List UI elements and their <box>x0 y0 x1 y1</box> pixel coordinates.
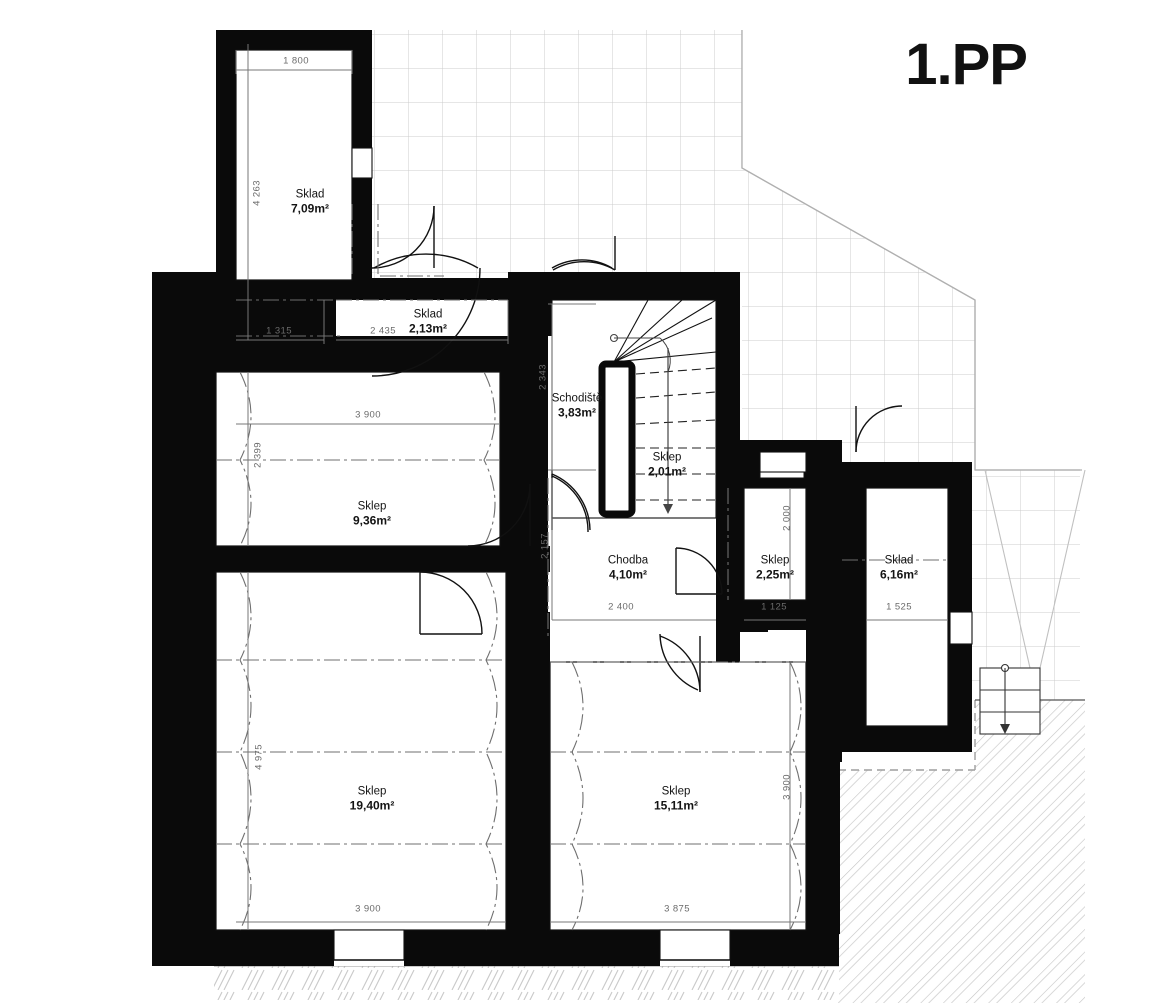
dimension-d-2400: 2 400 <box>608 601 634 613</box>
dimension-d-3875: 3 875 <box>664 903 690 915</box>
dimension-d-2399: 2 399 <box>252 442 264 468</box>
door-swings <box>371 205 903 693</box>
vault-centrelines <box>216 204 948 931</box>
dimension-d-2000: 2 000 <box>781 505 793 531</box>
exterior-stair <box>979 663 1041 735</box>
stair-arrow-icon <box>663 348 673 514</box>
dimension-d-1800: 1 800 <box>283 55 309 67</box>
page-title: 1.PP <box>905 32 1028 97</box>
dimension-d-3900c: 3 900 <box>355 903 381 915</box>
staircase <box>551 299 717 519</box>
dimension-d-3900b: 3 900 <box>781 774 793 800</box>
dimension-d-2157: 2 157 <box>539 533 551 559</box>
dimension-d-3900a: 3 900 <box>355 409 381 421</box>
dimension-d-4263: 4 263 <box>251 180 263 206</box>
wall-structure <box>152 30 972 966</box>
dimension-d-2435: 2 435 <box>370 325 396 337</box>
earth-hatch-area <box>837 699 1085 1003</box>
dimension-d-1525: 1 525 <box>886 601 912 613</box>
ground-hatch-area <box>214 965 839 1000</box>
window-openings <box>333 451 807 961</box>
dimension-d-1125: 1 125 <box>761 601 787 613</box>
dimension-d-2343: 2 343 <box>537 364 549 390</box>
dimension-d-4975: 4 975 <box>253 744 265 770</box>
dimension-lines <box>235 44 948 930</box>
dimension-d-1315: 1 315 <box>266 325 292 337</box>
